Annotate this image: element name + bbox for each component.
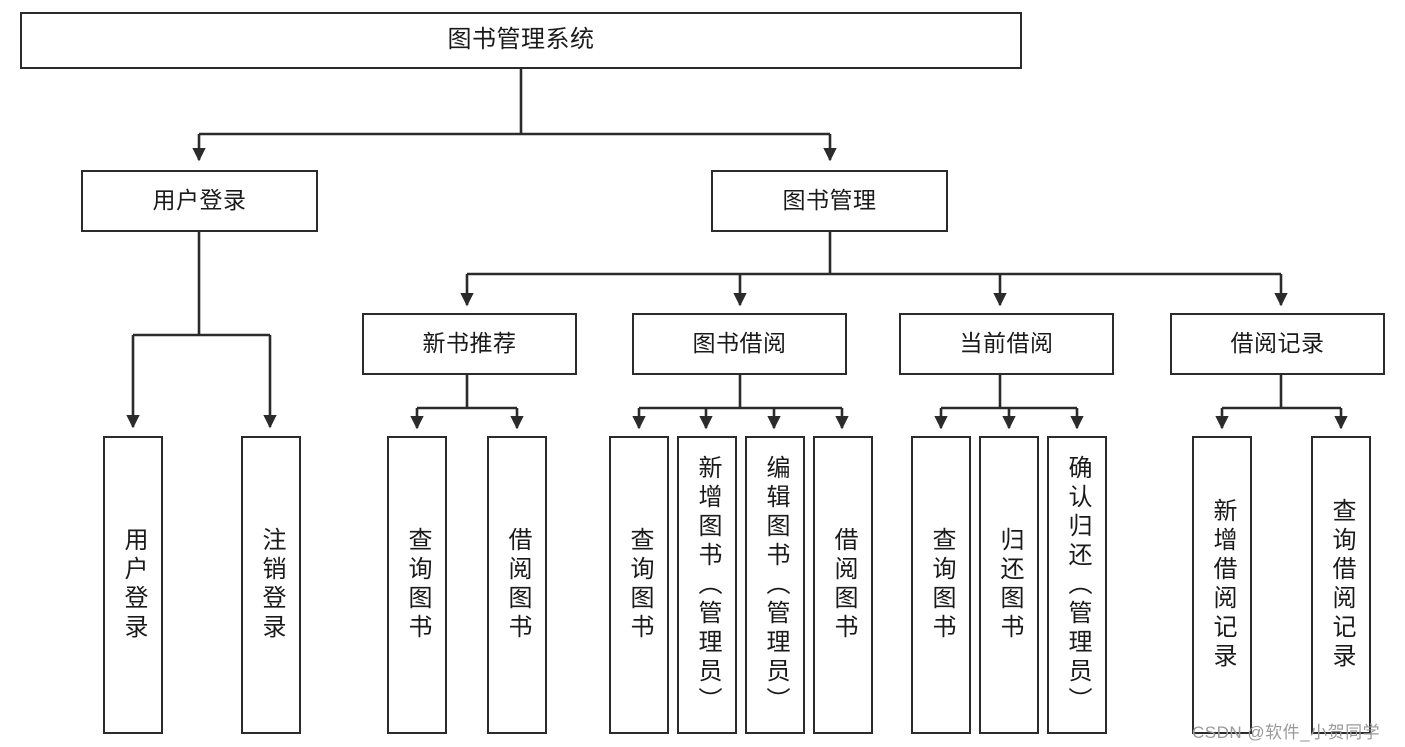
node-current-borrow-label: 当前借阅 [959,330,1054,357]
node-leaf-query-book-2[interactable]: 查询图书 [609,436,669,734]
node-leaf-user-logout-label: 注销登录 [258,527,285,643]
node-book-borrow-label: 图书借阅 [692,330,787,357]
node-leaf-add-record-label: 新增借阅记录 [1209,498,1236,672]
node-leaf-add-book[interactable]: 新增图书（管理员） [677,436,737,734]
node-leaf-edit-book[interactable]: 编辑图书（管理员） [745,436,805,734]
node-book-borrow[interactable]: 图书借阅 [632,313,847,375]
node-leaf-query-book-2-label: 查询图书 [626,527,653,643]
node-leaf-borrow-book-2-label: 借阅图书 [830,527,857,643]
node-leaf-user-logout[interactable]: 注销登录 [241,436,301,734]
node-leaf-query-book-3-label: 查询图书 [928,527,955,643]
node-leaf-borrow-book-1[interactable]: 借阅图书 [487,436,547,734]
node-root[interactable]: 图书管理系统 [20,12,1022,69]
node-leaf-add-book-label: 新增图书（管理员） [694,454,721,716]
node-leaf-borrow-book-1-label: 借阅图书 [504,527,531,643]
node-user-login[interactable]: 用户登录 [81,170,318,232]
node-leaf-user-login[interactable]: 用户登录 [103,436,163,734]
node-leaf-user-login-label: 用户登录 [120,527,147,643]
node-current-borrow[interactable]: 当前借阅 [899,313,1114,375]
node-leaf-query-book-3[interactable]: 查询图书 [911,436,971,734]
watermark-text: CSDN @软件_小贺同学 [1192,723,1381,742]
node-user-login-label: 用户登录 [152,187,247,214]
node-root-label: 图书管理系统 [447,26,595,54]
node-borrow-record[interactable]: 借阅记录 [1170,313,1385,375]
node-leaf-borrow-book-2[interactable]: 借阅图书 [813,436,873,734]
node-leaf-query-book-1[interactable]: 查询图书 [387,436,447,734]
node-leaf-return-book-label: 归还图书 [996,527,1023,643]
node-leaf-query-book-1-label: 查询图书 [404,527,431,643]
node-leaf-edit-book-label: 编辑图书（管理员） [762,454,789,716]
node-leaf-query-record[interactable]: 查询借阅记录 [1311,436,1371,734]
node-leaf-add-record[interactable]: 新增借阅记录 [1192,436,1252,734]
node-leaf-query-record-label: 查询借阅记录 [1328,498,1355,672]
node-book-management-label: 图书管理 [782,187,877,214]
node-leaf-confirm-return[interactable]: 确认归还（管理员） [1047,436,1107,734]
node-new-book-recommend[interactable]: 新书推荐 [362,313,577,375]
node-leaf-return-book[interactable]: 归还图书 [979,436,1039,734]
node-leaf-confirm-return-label: 确认归还（管理员） [1064,454,1091,716]
node-new-book-recommend-label: 新书推荐 [422,330,517,357]
node-book-management[interactable]: 图书管理 [711,170,948,232]
node-borrow-record-label: 借阅记录 [1230,330,1325,357]
